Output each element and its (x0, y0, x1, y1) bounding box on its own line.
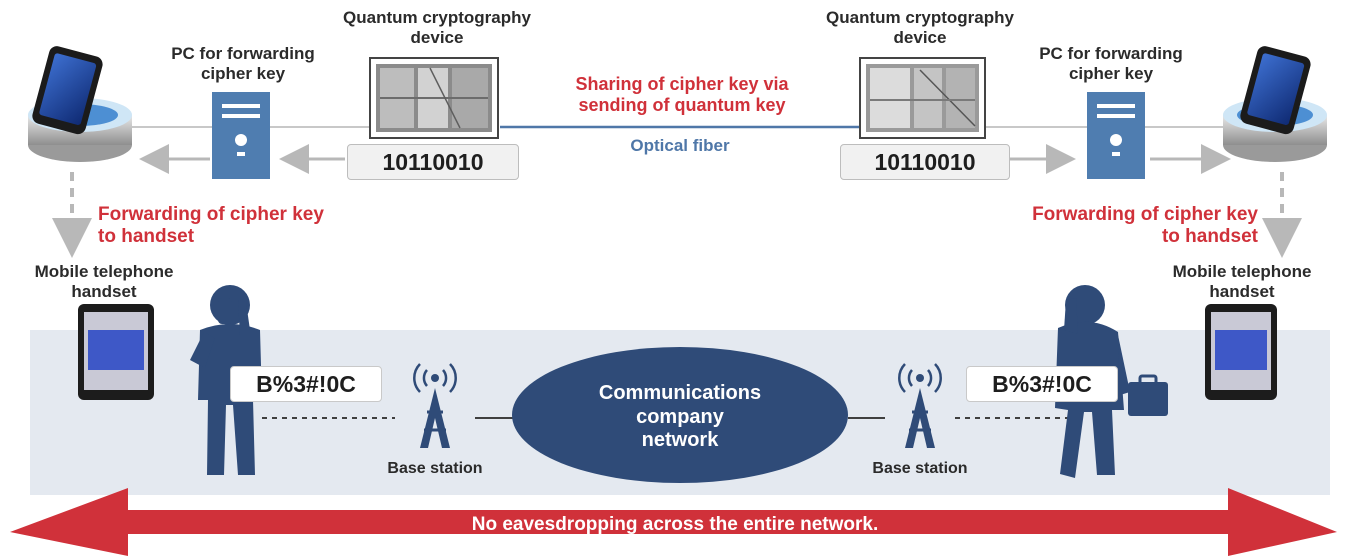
quantum-device-label-left: Quantum cryptography device (343, 8, 531, 48)
forwarding-label-left: Forwarding of cipher key to handset (98, 204, 324, 248)
optical-fiber-label: Optical fiber (630, 136, 730, 155)
smartphone-dock-icon (28, 46, 132, 162)
network-label: Communications company network (598, 382, 762, 452)
cipher-text-right: B%3#!0C (966, 366, 1118, 402)
pc-tower-icon (212, 92, 270, 179)
pc-tower-icon (1087, 92, 1145, 179)
binary-key-right: 10110010 (840, 144, 1010, 180)
base-station-label-left: Base station (387, 460, 483, 477)
mobile-label-left: Mobile telephone handset (34, 262, 174, 302)
sharing-label: Sharing of cipher key via sending of qua… (575, 74, 789, 116)
network-ellipse (512, 347, 848, 483)
antenna-tower-icon (413, 363, 457, 448)
mobile-handset-icon (1205, 304, 1277, 400)
mobile-handset-icon (78, 304, 154, 400)
quantum-device-icon (369, 57, 499, 139)
antenna-tower-icon (898, 363, 942, 448)
banner-text: No eavesdropping across the entire netwo… (471, 514, 879, 535)
pc-label-right: PC for forwarding cipher key (1039, 44, 1183, 84)
cipher-text-left: B%3#!0C (230, 366, 382, 402)
binary-key-left: 10110010 (347, 144, 519, 180)
base-station-label-right: Base station (872, 460, 968, 477)
pc-label-left: PC for forwarding cipher key (171, 44, 315, 84)
quantum-device-label-right: Quantum cryptography device (826, 8, 1014, 48)
smartphone-dock-icon (1223, 46, 1327, 162)
mobile-label-right: Mobile telephone handset (1172, 262, 1312, 302)
forwarding-label-right: Forwarding of cipher key to handset (1032, 204, 1258, 248)
quantum-device-icon (859, 57, 986, 139)
eavesdropping-banner-arrow (10, 488, 1337, 556)
